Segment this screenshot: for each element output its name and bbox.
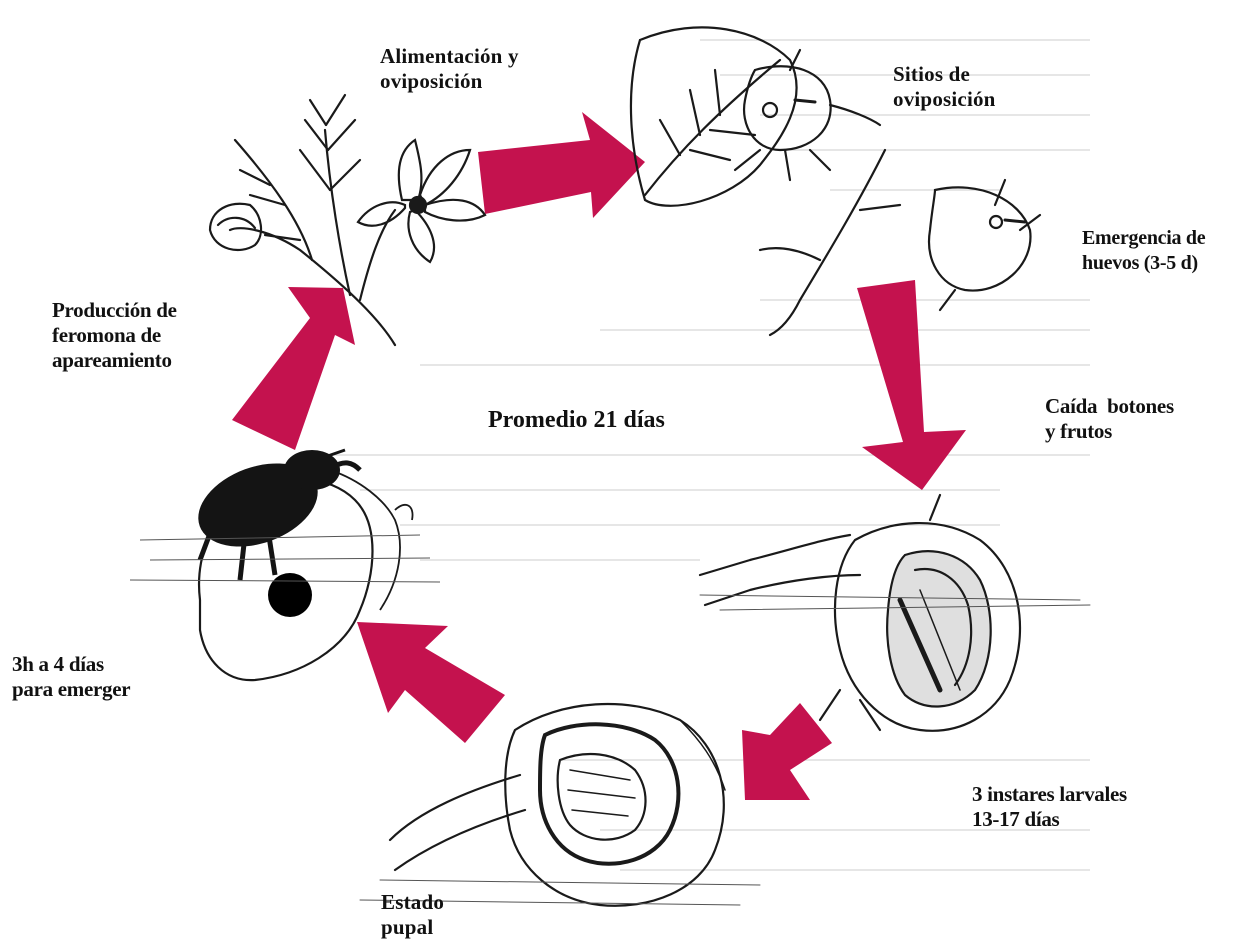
arrow-drop-to-larval: [742, 703, 832, 800]
label-emerge-line1: 3h a 4 días: [12, 652, 130, 677]
label-oviposition-sites-line2: oviposición: [893, 87, 996, 112]
label-feeding-line1: Alimentación y: [380, 44, 519, 69]
label-drop-line2: y frutos: [1045, 419, 1174, 444]
label-larval-line1: 3 instares larvales: [972, 782, 1127, 807]
arrow-sites-to-drop: [857, 280, 966, 490]
label-drop: Caída botones y frutos: [1045, 394, 1174, 444]
label-emerge: 3h a 4 días para emerger: [12, 652, 130, 702]
dropped-fruit-larva-icon: [700, 495, 1090, 731]
label-pheromone: Producción de feromona de apareamiento: [52, 298, 177, 373]
arrow-emerge-to-feeding: [232, 287, 355, 450]
label-larval: 3 instares larvales 13-17 días: [972, 782, 1127, 832]
label-egg-hatch-line2: huevos (3-5 d): [1082, 251, 1205, 276]
label-emerge-line2: para emerger: [12, 677, 130, 702]
arrow-feeding-to-sites: [478, 112, 645, 218]
label-larval-line2: 13-17 días: [972, 807, 1127, 832]
label-egg-hatch: Emergencia de huevos (3-5 d): [1082, 226, 1205, 276]
label-pheromone-line2: feromona de: [52, 323, 177, 348]
label-oviposition-sites-line1: Sitios de: [893, 62, 996, 87]
label-egg-hatch-line1: Emergencia de: [1082, 226, 1205, 251]
label-feeding-line2: oviposición: [380, 69, 519, 94]
label-oviposition-sites: Sitios de oviposición: [893, 62, 996, 112]
label-pupal-line2: pupal: [381, 915, 444, 940]
label-pupal-line1: Estado: [381, 890, 444, 915]
center-duration-label: Promedio 21 días: [488, 407, 665, 434]
label-feeding: Alimentación y oviposición: [380, 44, 519, 94]
background-texture: [330, 40, 1090, 870]
arrow-pupal-to-emerge: [357, 622, 505, 743]
label-pheromone-line1: Producción de: [52, 298, 177, 323]
label-drop-line1: Caída botones: [1045, 394, 1174, 419]
label-pupal: Estado pupal: [381, 890, 444, 940]
pupa-in-fruit-icon: [360, 704, 760, 906]
plant-flower-icon: [210, 95, 485, 345]
label-pheromone-line3: apareamiento: [52, 348, 177, 373]
